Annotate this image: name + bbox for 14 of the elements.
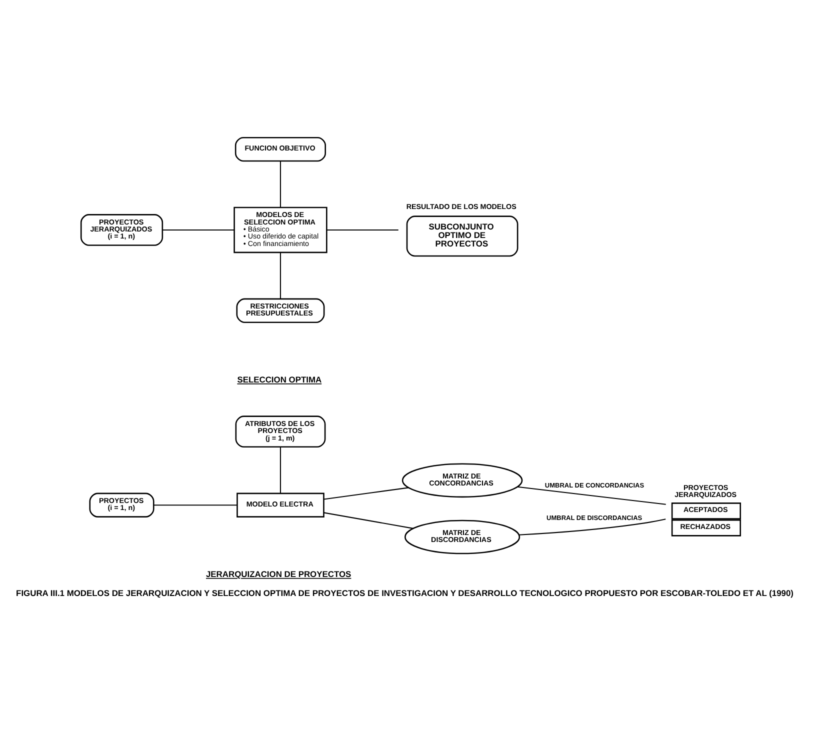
label: SELECCION OPTIMA — [237, 374, 322, 384]
connector — [518, 518, 666, 535]
connector — [280, 252, 281, 298]
connector — [324, 486, 409, 500]
connector — [518, 486, 666, 504]
connector — [162, 228, 234, 230]
connector — [324, 512, 414, 528]
connector — [280, 446, 281, 493]
connector — [154, 504, 237, 506]
label: JERARQUIZACION DE PROYECTOS — [206, 568, 352, 578]
connector — [280, 160, 281, 207]
node-box: SUBCONJUNTO OPTIMO DE PROYECTOS — [406, 215, 518, 256]
connector — [326, 228, 398, 230]
caption: FIGURA III.1 MODELOS DE JERARQUIZACION Y SELECCION OPTIMA DE PROYECTOS DE INVESTIGACION Y DESARROLLO TECNOLOGICO PROPUESTO POR ESCOBAR-TOLEDO ET AL (1990) — [16, 587, 794, 598]
